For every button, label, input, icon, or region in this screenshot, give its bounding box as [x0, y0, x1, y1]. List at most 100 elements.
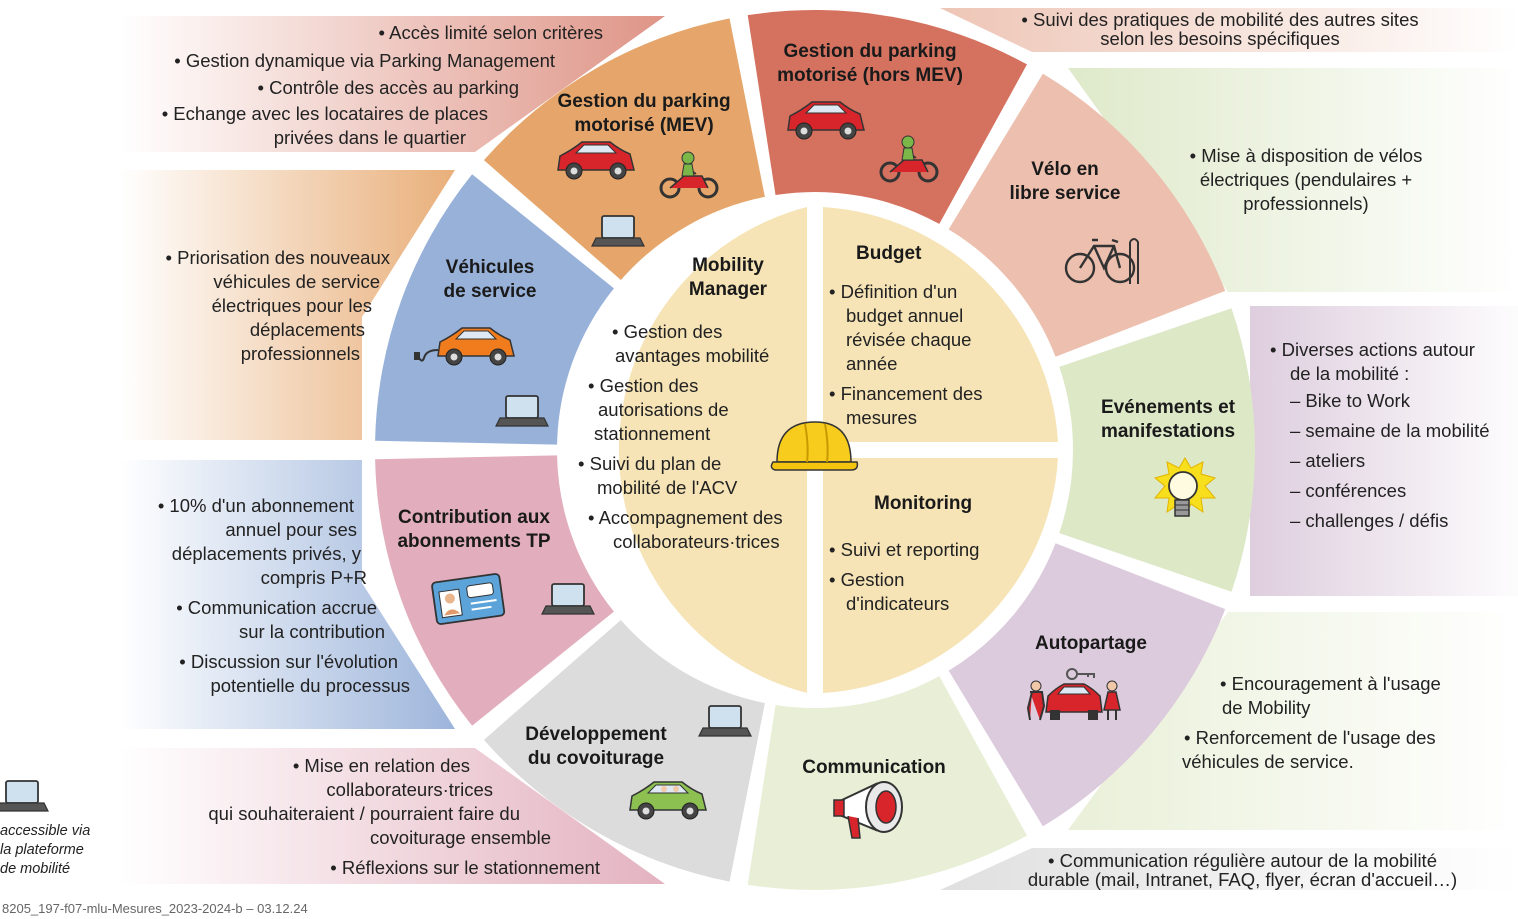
sector-parking-hors-mev: [948, 73, 1226, 357]
text-line: • Gestion des: [612, 321, 723, 342]
title-line: Gestion du parking: [783, 41, 957, 62]
text-line: • Priorisation des nouveaux: [165, 247, 391, 268]
text-line: annuel pour ses: [225, 519, 357, 540]
band-contribution-tp: [120, 460, 455, 729]
text-line: sur la contribution: [238, 621, 385, 642]
text-line: collaborateurs·trices: [326, 779, 493, 800]
text-line: – Bike to Work: [1290, 390, 1410, 411]
text-line: véhicules de service: [213, 271, 380, 292]
text-line: • Encouragement à l'usage: [1220, 673, 1441, 694]
car-icon: [557, 141, 635, 180]
text-line: – conférences: [1290, 480, 1407, 501]
text-line: compris P+R: [260, 567, 367, 588]
velo-outer-text: • Mise à disposition de vélos électrique…: [1176, 144, 1436, 216]
hub: [618, 207, 1058, 693]
legend-line: accessible via: [0, 823, 91, 839]
text-line: de Mobility: [1222, 697, 1311, 718]
parking-hors-mev-title: Gestion du parking motorisé (hors MEV): [770, 40, 970, 88]
title-line: Evénements et: [1100, 397, 1236, 418]
text-line: covoiturage ensemble: [370, 827, 551, 848]
lightbulb-icon: [1153, 457, 1217, 518]
laptop-icon: [495, 395, 549, 427]
legend-line: la plateforme: [0, 842, 84, 858]
text-line: privées dans le quartier: [273, 126, 466, 148]
laptop-icon: [541, 583, 595, 615]
title-line: du covoiturage: [527, 748, 665, 769]
text-line: • Définition d'un: [829, 281, 958, 302]
text-line: • Gestion: [829, 569, 905, 590]
helmet-icon: [770, 421, 859, 471]
evenements-outer-text: • Diverses actions autour de la mobilité…: [1270, 338, 1490, 536]
monitoring-text: • Suivi et reporting • Gestion d'indicat…: [829, 538, 979, 616]
text-line: • Gestion des: [588, 375, 699, 396]
text-line: d'indicateurs: [846, 593, 950, 614]
title-line: motorisé (MEV): [574, 115, 714, 136]
text-line: mobilité de l'ACV: [597, 477, 738, 498]
evenements-title: Evénements et manifestations: [1088, 396, 1248, 444]
title-line: libre service: [1009, 183, 1121, 204]
communication-outer-text: • Communication régulière autour de la m…: [1010, 851, 1475, 889]
text-line: budget annuel: [846, 305, 964, 326]
parking-mev-title: Gestion du parking motorisé (MEV): [544, 90, 744, 138]
title-line: abonnements TP: [397, 531, 551, 552]
text-line: potentielle du processus: [210, 675, 410, 696]
band-evenements: [1250, 306, 1518, 596]
autopartage-outer-text: • Encouragement à l'usage de Mobility • …: [1182, 672, 1441, 774]
hub-budget: [823, 207, 1058, 442]
text-line: • Gestion dynamique via Parking Manageme…: [174, 49, 555, 71]
text-line: • Suivi et reporting: [829, 539, 980, 560]
text-line: électriques pour les: [211, 295, 372, 316]
motorbike-icon: [659, 151, 719, 199]
footer-reference: 8205_197-f07-mlu-Mesures_2023-2024-b – 0…: [2, 901, 308, 916]
text-line: durable (mail, Intranet, FAQ, flyer, écr…: [1027, 869, 1458, 890]
car-icon: [787, 101, 865, 140]
sector-vehicules-service: [483, 18, 765, 281]
vehicules-service-outer-text: • Priorisation des nouveaux véhicules de…: [120, 246, 391, 366]
text-line: collaborateurs·trices: [613, 531, 780, 552]
text-line: stationnement: [594, 423, 711, 444]
covoiturage-title: Développement du covoiturage: [506, 723, 686, 771]
legend-line: de mobilité: [0, 861, 71, 877]
text-line: mesures: [846, 407, 917, 428]
parking-hors-mev-outer-text: • Suivi des pratiques de mobilité des au…: [1010, 10, 1430, 48]
title-line: Mobility: [692, 255, 764, 276]
budget-title: Budget: [856, 243, 922, 264]
contribution-tp-title: Contribution aux abonnements TP: [384, 506, 564, 554]
text-line: professionnels): [1243, 193, 1369, 214]
text-line: selon les besoins spécifiques: [1100, 28, 1340, 49]
vehicules-service-title: Véhicules de service: [420, 256, 560, 304]
sector-contribution-tp: [375, 174, 614, 445]
text-line: – ateliers: [1290, 450, 1366, 471]
mobility-manager-text: • Gestion des avantages mobilité • Gesti…: [578, 320, 783, 554]
mobility-manager-title: Mobility Manager: [648, 254, 808, 302]
text-line: déplacements: [249, 319, 365, 340]
laptop-icon: [591, 215, 645, 247]
text-line: électriques (pendulaires +: [1199, 169, 1413, 190]
electric-car-icon: [414, 327, 515, 366]
hub-mobility-manager: [618, 207, 807, 693]
text-line: qui souhaiteraient / pourraient faire du: [208, 803, 520, 824]
title-line: Manager: [688, 279, 768, 300]
car-icon: [629, 781, 707, 820]
megaphone-icon: [833, 781, 903, 839]
title-line: Autopartage: [1035, 633, 1147, 654]
title-line: manifestations: [1100, 421, 1236, 442]
communication-title: Communication: [794, 756, 954, 780]
text-line: • Discussion sur l'évolution: [179, 651, 398, 672]
outer-bands: [120, 8, 1518, 890]
band-parking-hors-mev: [940, 8, 1518, 52]
laptop-icon: [698, 705, 752, 737]
budget-text: • Définition d'un budget annuel révisée …: [829, 280, 983, 430]
text-line: autorisations de: [598, 399, 729, 420]
sector-velo: [1059, 308, 1255, 592]
text-line: – challenges / défis: [1290, 510, 1449, 531]
travelcard-icon: [431, 573, 506, 625]
hub-monitoring: [823, 458, 1058, 693]
title-line: motorisé (hors MEV): [777, 65, 963, 86]
text-line: – semaine de la mobilité: [1290, 420, 1490, 441]
text-line: • 10% d'un abonnement: [157, 495, 354, 516]
title-line: Vélo en: [1031, 159, 1099, 180]
text-line: professionnels: [240, 343, 360, 364]
text-line: avantages mobilité: [615, 345, 770, 366]
